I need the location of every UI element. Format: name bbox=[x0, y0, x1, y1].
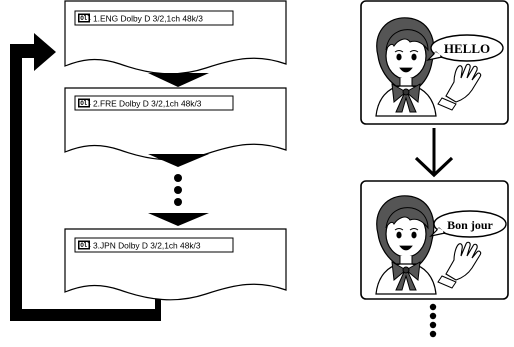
speech-text: Bon jour bbox=[447, 218, 493, 232]
speech-bubble: HELLO bbox=[426, 34, 504, 62]
continuation-dots bbox=[174, 174, 182, 206]
down-arrow-icon bbox=[414, 128, 454, 178]
down-arrow-icon bbox=[148, 213, 209, 226]
girl-speaking-icon bbox=[375, 17, 437, 117]
speech-bubble: Bon jour bbox=[429, 210, 507, 238]
osd-track-label: 3.JPN Dolby D 3/2,1ch 48k/3 bbox=[93, 241, 201, 251]
osd-screen-3: Oll 3.JPN Dolby D 3/2,1ch 48k/3 bbox=[64, 228, 287, 301]
svg-text:Oll: Oll bbox=[80, 242, 91, 249]
osd-screen-2: Oll 2.FRE Dolby D 3/2,1ch 48k/3 bbox=[64, 87, 287, 161]
speech-text: HELLO bbox=[444, 41, 490, 56]
osd-track-label: 1.ENG Dolby D 3/2,1ch 48k/3 bbox=[93, 14, 203, 24]
speaking-panel-1: HELLO bbox=[360, 0, 509, 125]
svg-text:Oll: Oll bbox=[80, 15, 91, 22]
continuation-dots bbox=[429, 303, 437, 338]
loop-back-arrow-icon bbox=[10, 33, 161, 321]
osd-track-box bbox=[74, 95, 234, 111]
osd-track-box bbox=[74, 10, 234, 26]
girl-speaking-icon bbox=[375, 195, 437, 295]
speaking-panel-2: Bon jour bbox=[360, 180, 509, 300]
osd-screen-1: Oll 1.ENG Dolby D 3/2,1ch 48k/3 bbox=[64, 0, 287, 75]
down-arrow-icon bbox=[148, 73, 209, 87]
svg-text:Oll: Oll bbox=[80, 100, 91, 107]
osd-track-box bbox=[74, 237, 234, 253]
down-arrow-icon bbox=[148, 154, 209, 167]
osd-track-label: 2.FRE Dolby D 3/2,1ch 48k/3 bbox=[93, 99, 202, 109]
